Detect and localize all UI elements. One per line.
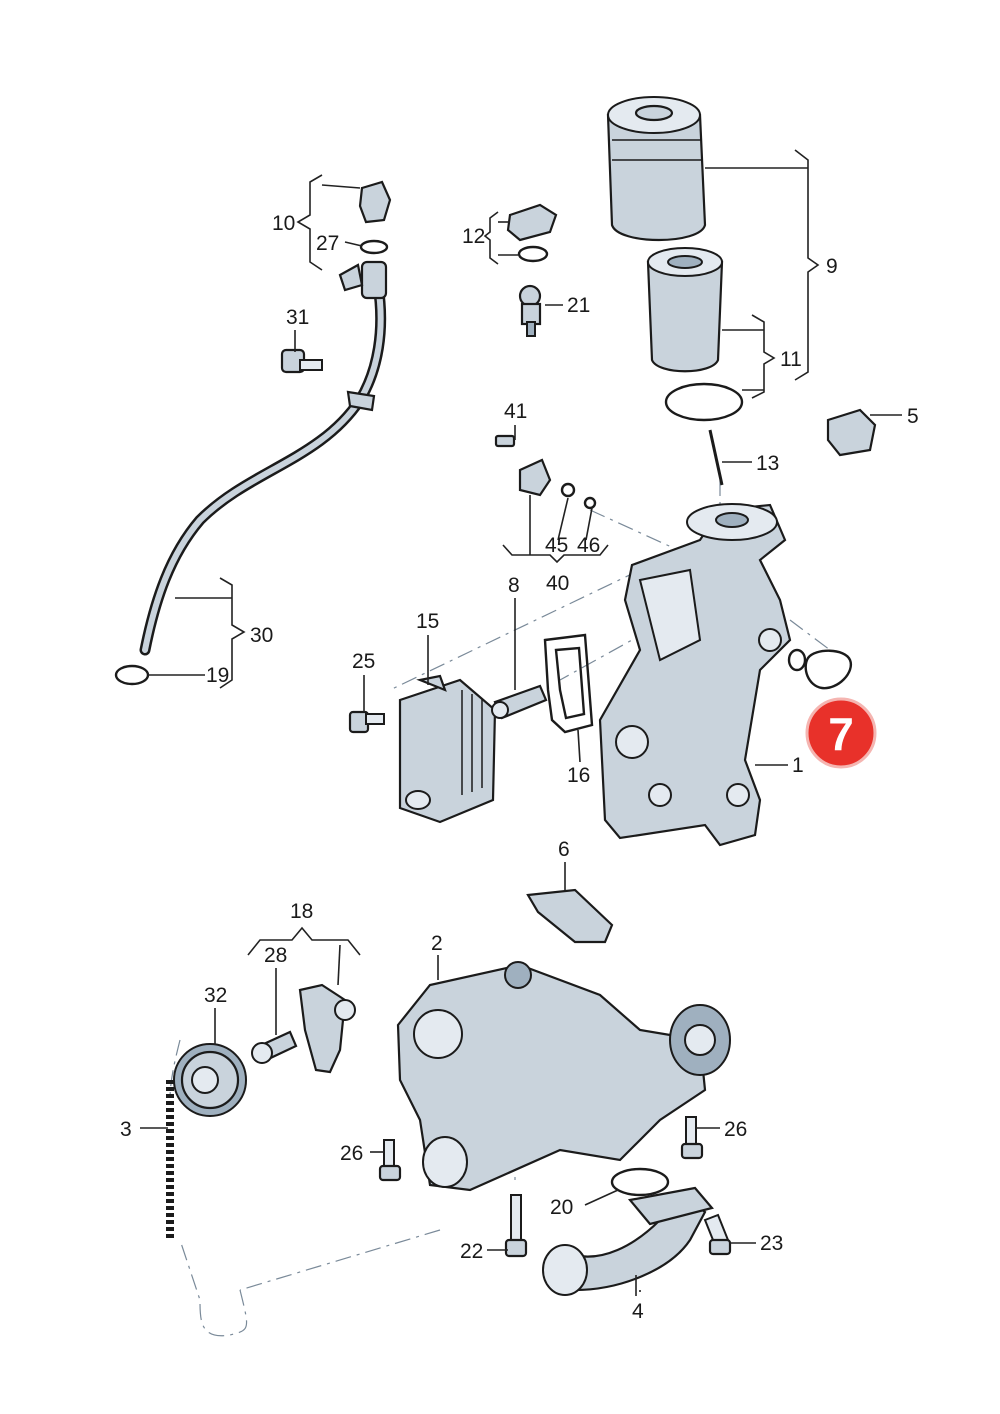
callout-3: 3 (120, 1118, 132, 1141)
clip-5 (826, 408, 877, 457)
sensor-13 (708, 429, 724, 486)
callout-8: 8 (508, 574, 520, 597)
callout-21: 21 (567, 294, 590, 317)
sprocket (173, 1043, 247, 1117)
highlight-circle (805, 697, 877, 769)
callout-46: 46 (577, 534, 600, 557)
callout-40: 40 (546, 572, 569, 595)
callout-27: 27 (316, 232, 339, 255)
callout-20: 20 (550, 1196, 573, 1219)
oil-cooler (398, 674, 497, 824)
bolt-23 (703, 1213, 732, 1256)
bolt-28 (251, 1030, 298, 1064)
callout-28: 28 (264, 944, 287, 967)
filter-element (646, 247, 724, 373)
callout-6: 6 (558, 838, 570, 861)
bolt-26-left (378, 1139, 402, 1182)
oil-pickup (542, 1186, 714, 1296)
callout-1: 1 (792, 754, 804, 777)
callout-31: 31 (286, 306, 309, 329)
callout-26-left: 26 (340, 1142, 363, 1165)
highlight-callout-7[interactable]: 7 (805, 697, 877, 769)
callout-45: 45 (545, 534, 568, 557)
callout-30: 30 (250, 624, 273, 647)
oil-pump (396, 961, 731, 1192)
bolt-25 (348, 710, 385, 734)
callout-12: 12 (462, 225, 485, 248)
callout-9: 9 (826, 255, 838, 278)
callout-25: 25 (352, 650, 375, 673)
oil-filler-cap (506, 203, 558, 263)
callout-22: 22 (460, 1240, 483, 1263)
bolt-22 (504, 1194, 528, 1258)
callout-labels: 1 2 3 4 5 6 8 9 10 11 12 13 15 16 18 19 … (120, 212, 919, 1323)
valve-8 (491, 684, 548, 720)
callout-41: 41 (504, 400, 527, 423)
bracket-6 (526, 888, 614, 944)
oil-pressure-switch (518, 284, 542, 337)
callout-11: 11 (780, 348, 802, 371)
callout-5: 5 (907, 405, 919, 428)
callout-16: 16 (567, 764, 590, 787)
callout-4: 4 (632, 1300, 644, 1323)
callout-23: 23 (760, 1232, 783, 1255)
callout-10: 10 (272, 212, 295, 235)
oil-filter (606, 96, 707, 242)
callout-2: 2 (431, 932, 443, 955)
oil-filter-housing (598, 503, 792, 847)
gasket-7 (787, 648, 853, 690)
filter-gasket (664, 382, 744, 422)
callout-13: 13 (756, 452, 779, 475)
highlight-number: 7 (828, 708, 854, 760)
callout-18: 18 (290, 900, 313, 923)
dipstick-tube (139, 260, 388, 656)
dipstick-handle (358, 180, 392, 255)
chain-tensioner (298, 983, 356, 1074)
sensor-assembly (494, 434, 597, 510)
leader-lines (140, 149, 902, 1296)
bolt-26-right (680, 1116, 704, 1160)
callout-19: 19 (206, 664, 229, 687)
gasket-16 (543, 633, 594, 734)
callout-15: 15 (416, 610, 439, 633)
callout-32: 32 (204, 984, 227, 1007)
o-ring-19 (114, 664, 150, 686)
callout-26-right: 26 (724, 1118, 747, 1141)
o-ring-20 (610, 1167, 670, 1197)
bolt-31 (280, 348, 323, 374)
